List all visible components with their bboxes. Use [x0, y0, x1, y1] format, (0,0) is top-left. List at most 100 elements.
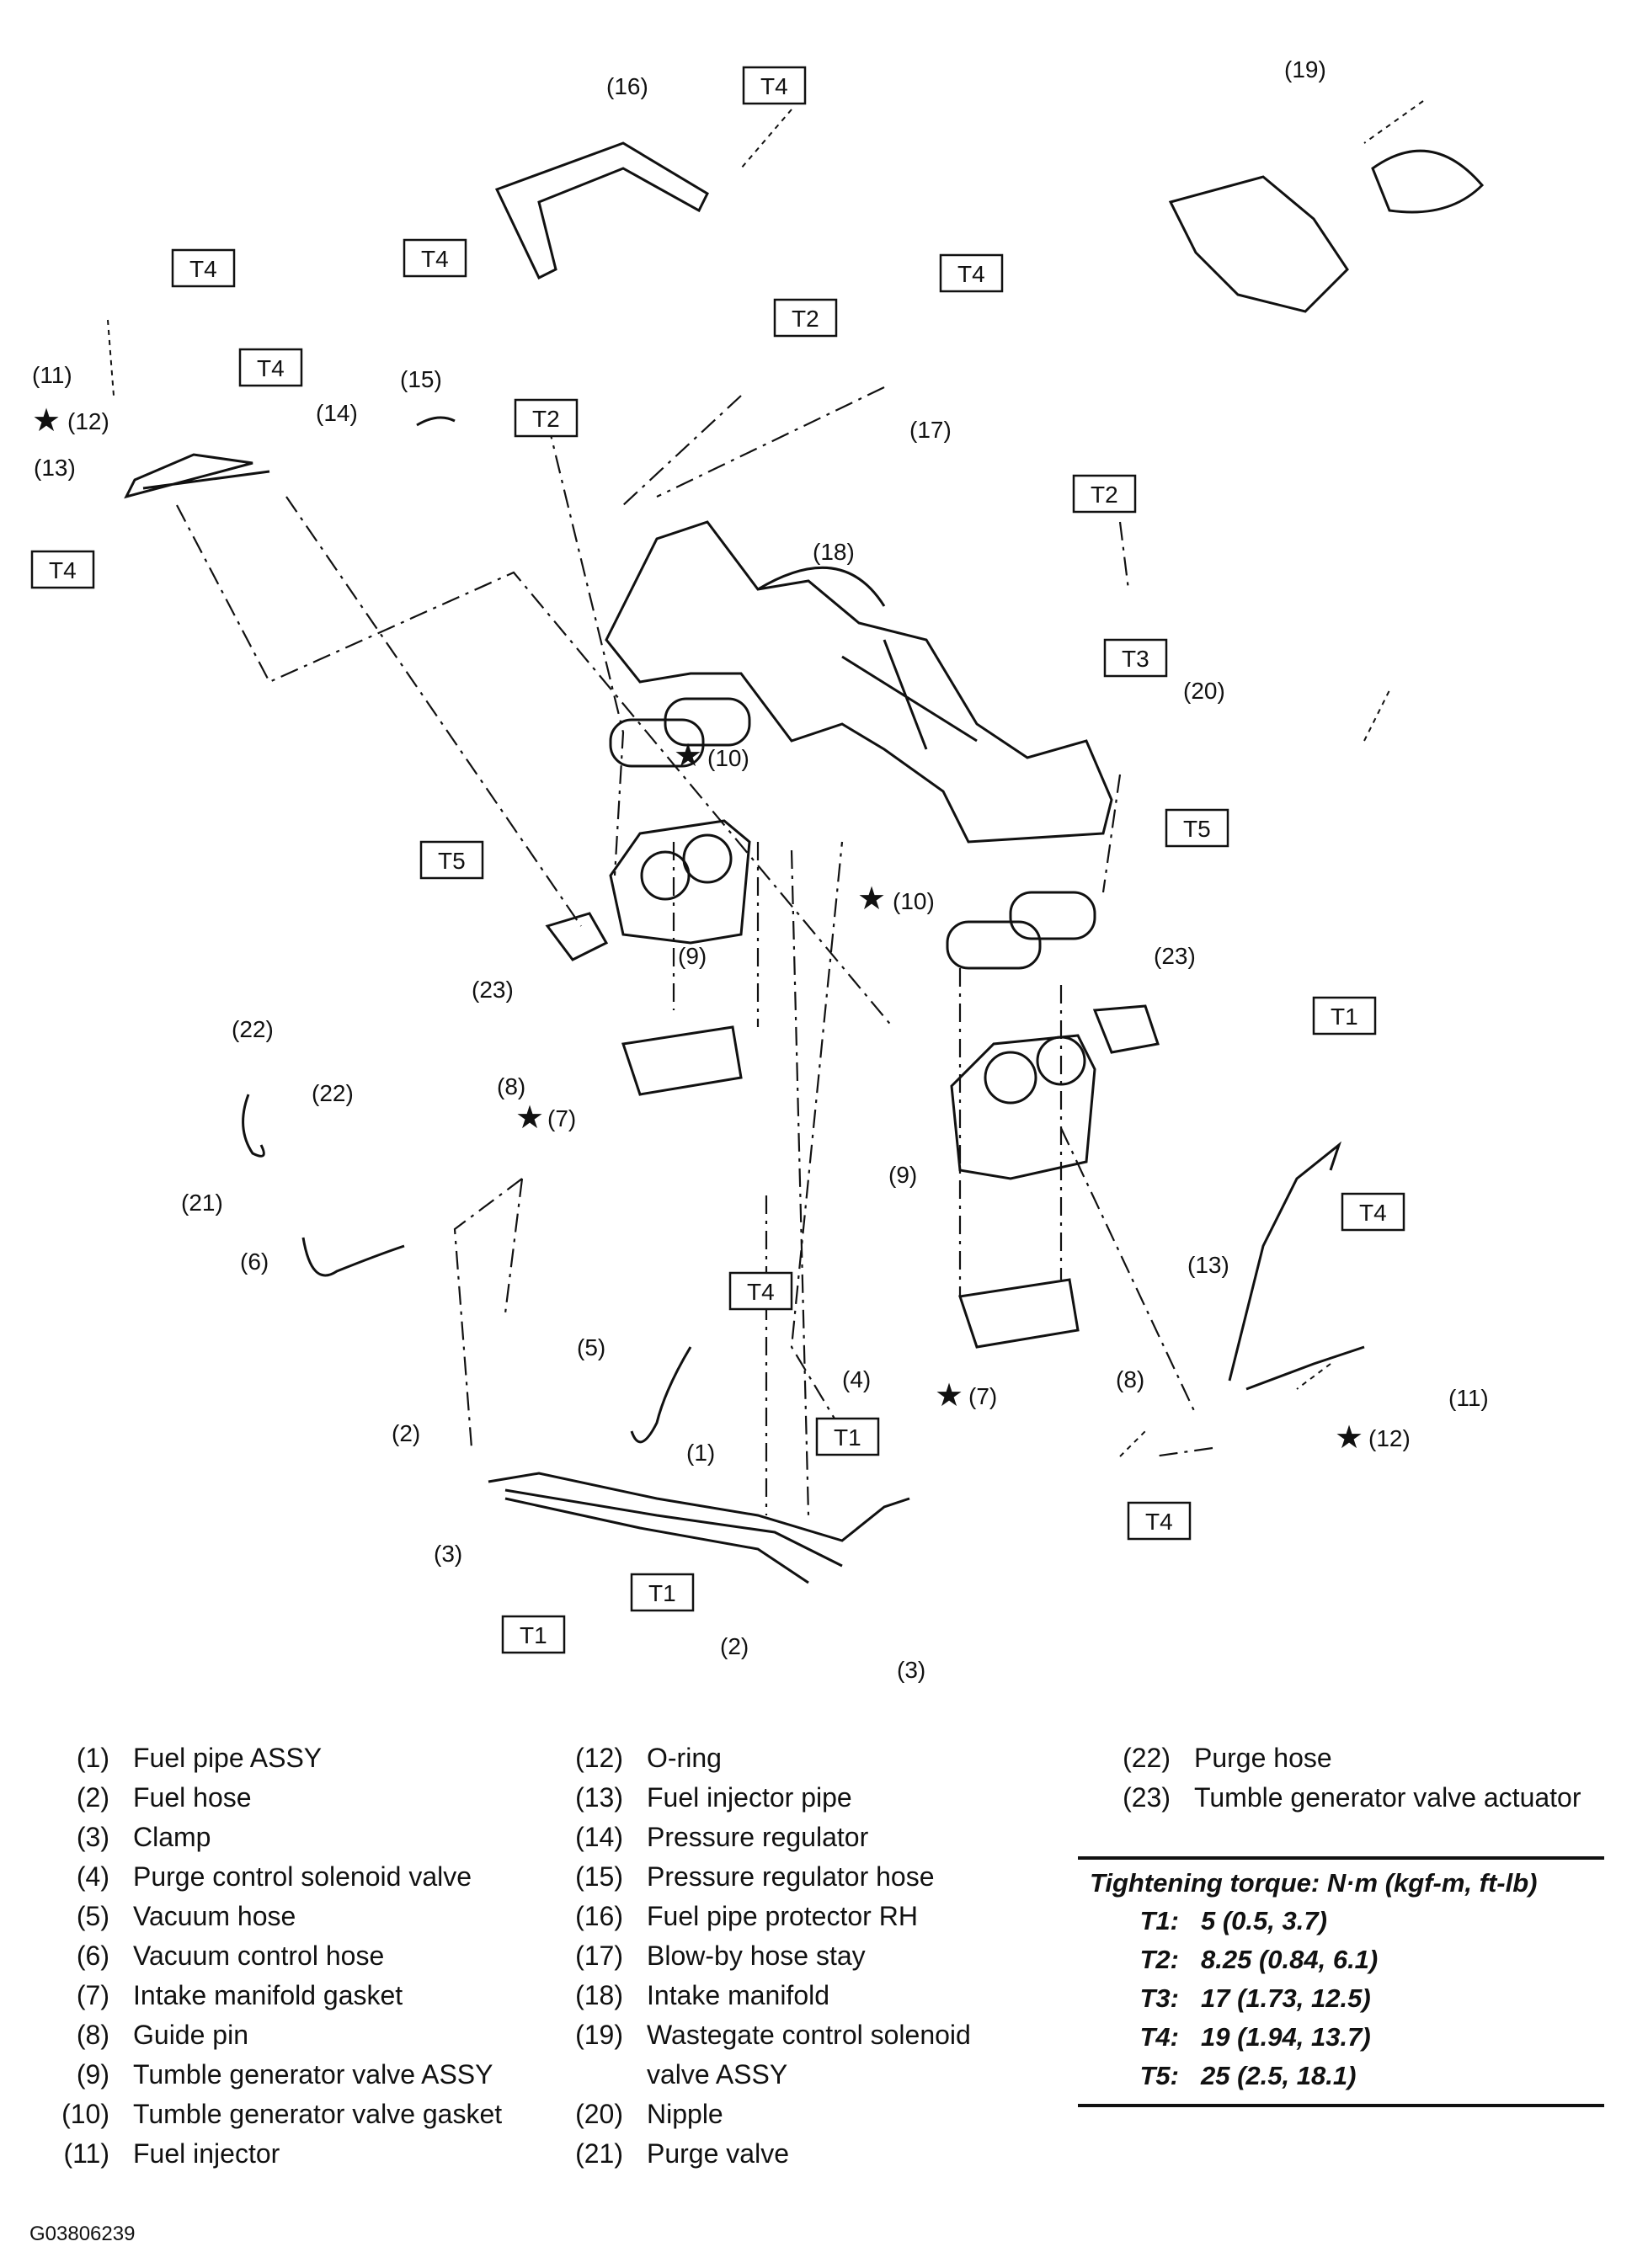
callout-7-right: (7)	[968, 1383, 997, 1409]
torque-box-t4: T4	[171, 248, 236, 288]
legend-item: (23)Tumble generator valve actuator	[1123, 1782, 1581, 1813]
tgv-assy-right	[950, 1004, 1160, 1180]
legend-item: (8)Guide pin	[76, 2020, 248, 2050]
svg-text:T1: T1	[520, 1622, 547, 1648]
vacuum-hose	[630, 1346, 692, 1444]
callout-12-right: (12)	[1368, 1425, 1411, 1451]
svg-text:T4: T4	[421, 246, 449, 272]
callout-18: (18)	[813, 539, 855, 565]
figure-code: G03806239	[29, 2223, 136, 2245]
svg-text:T1: T1	[834, 1424, 861, 1451]
callout-9-right: (9)	[888, 1162, 917, 1188]
torque-box-t2: T2	[1072, 474, 1137, 514]
legend-item: (3)Clamp	[76, 1822, 211, 1852]
legend-column-2: (12)O-ring (13)Fuel injector pipe (14)Pr…	[547, 1738, 1095, 2174]
callout-8-right: (8)	[1116, 1366, 1144, 1392]
legend-item: (19)Wastegate control solenoid valve ASS…	[575, 2020, 971, 2090]
star-marker: ★	[857, 881, 886, 917]
callout-15: (15)	[400, 366, 442, 392]
callout-16: (16)	[606, 73, 648, 99]
svg-text:T1: T1	[1331, 1004, 1358, 1030]
torque-box-t1: T1	[501, 1615, 566, 1654]
torque-row: T4:19 (1.94, 13.7)	[1139, 2022, 1371, 2052]
callout-7-left: (7)	[547, 1105, 576, 1131]
torque-row: T2:8.25 (0.84, 6.1)	[1139, 1945, 1379, 1974]
callout-19: (19)	[1284, 56, 1326, 83]
legend-item: (9)Tumble generator valve ASSY	[76, 2059, 493, 2090]
replace-stars: ★ ★ ★ ★ ★ ★	[32, 403, 1363, 1456]
legend-item: (13)Fuel injector pipe	[575, 1782, 852, 1813]
wastegate-area	[1168, 149, 1485, 313]
svg-text:T1: T1	[648, 1580, 676, 1606]
tgv-assy-left	[545, 819, 751, 961]
legend-item: (1)Fuel pipe ASSY	[76, 1743, 323, 1773]
torque-box-t4: T4	[403, 238, 467, 278]
legend-item: (21)Purge valve	[575, 2138, 789, 2169]
torque-box-t4: T4	[30, 550, 95, 589]
callout-5: (5)	[577, 1334, 605, 1360]
legend-item: (22)Purge hose	[1123, 1743, 1332, 1773]
callout-10-upper: (10)	[707, 745, 749, 771]
tgv-gasket-upper	[609, 697, 751, 768]
legend-item: (6)Vacuum control hose	[76, 1941, 385, 1971]
star-marker: ★	[515, 1100, 544, 1136]
legend-column-1: (1)Fuel pipe ASSY (2)Fuel hose (3)Clamp …	[34, 1738, 556, 2174]
torque-row: T1:5 (0.5, 3.7)	[1139, 1906, 1327, 1935]
svg-text:T5: T5	[438, 848, 466, 874]
torque-heading: Tightening torque: N·m (kgf-m, ft-lb)	[1090, 1868, 1538, 1898]
legend-item: (2)Fuel hose	[76, 1782, 252, 1813]
legend-item: (14)Pressure regulator	[575, 1822, 869, 1852]
callout-22-top: (22)	[232, 1016, 274, 1042]
torque-box-t2: T2	[773, 298, 838, 338]
callout-9-left: (9)	[678, 943, 707, 969]
svg-text:T4: T4	[957, 261, 985, 287]
callout-22-mid: (22)	[312, 1080, 354, 1106]
torque-box-t4: T4	[939, 253, 1004, 293]
callout-3-left: (3)	[434, 1541, 462, 1567]
fuel-injector-pipe-left	[124, 453, 270, 499]
callout-11-right: (11)	[1448, 1385, 1489, 1411]
callout-23-right: (23)	[1154, 943, 1196, 969]
svg-text:T3: T3	[1122, 646, 1149, 672]
pressure-regulator-hose	[416, 416, 456, 427]
legend-item: (10)Tumble generator valve gasket	[61, 2099, 503, 2129]
svg-text:T4: T4	[1359, 1200, 1387, 1226]
torque-box-t2: T2	[514, 398, 579, 438]
callout-4: (4)	[842, 1366, 871, 1392]
svg-text:T4: T4	[49, 557, 77, 583]
callout-2-right: (2)	[720, 1633, 749, 1659]
intake-manifold	[605, 520, 1113, 844]
torque-table: Tightening torque: N·m (kgf-m, ft-lb) T1…	[1078, 1856, 1604, 2107]
torque-row: T3:17 (1.73, 12.5)	[1139, 1983, 1371, 2013]
callout-3-right: (3)	[897, 1657, 925, 1683]
callout-23-left: (23)	[472, 977, 514, 1003]
torque-box-t4: T4	[742, 66, 807, 105]
purge-hose	[242, 1094, 265, 1158]
fastener-lines	[107, 100, 1424, 1457]
callout-21: (21)	[181, 1190, 223, 1216]
torque-box-t4: T4	[1341, 1192, 1405, 1232]
alignment-lines	[176, 386, 1213, 1516]
torque-box-t4: T4	[728, 1271, 793, 1311]
legend-item: (5)Vacuum hose	[76, 1901, 296, 1931]
callout-10-lower: (10)	[893, 888, 935, 914]
callout-11-left: (11)	[32, 362, 72, 388]
callout-1: (1)	[686, 1440, 715, 1466]
legend-item: (15)Pressure regulator hose	[575, 1861, 935, 1892]
torque-box-t3: T3	[1103, 638, 1168, 678]
svg-text:T4: T4	[760, 73, 788, 99]
callout-17: (17)	[909, 417, 952, 443]
legend-item: (18)Intake manifold	[575, 1980, 830, 2010]
callout-12-left: (12)	[67, 408, 109, 434]
legend-item: (12)O-ring	[575, 1743, 722, 1773]
intake-gasket-right	[958, 1278, 1080, 1349]
torque-box-t5: T5	[419, 840, 484, 880]
fuel-injector-pipe-right	[1228, 1141, 1365, 1391]
intake-gasket-left	[621, 1025, 743, 1096]
torque-box-t1: T1	[630, 1573, 695, 1612]
vacuum-control-hose	[301, 1237, 405, 1277]
callout-labels: (16) (19) (15) (14) (11) (12) (13) (17) …	[32, 56, 1489, 1683]
exploded-diagram: (16) (19) (15) (14) (11) (12) (13) (17) …	[30, 56, 1489, 1683]
svg-text:T2: T2	[792, 306, 819, 332]
svg-text:T4: T4	[1145, 1509, 1173, 1535]
